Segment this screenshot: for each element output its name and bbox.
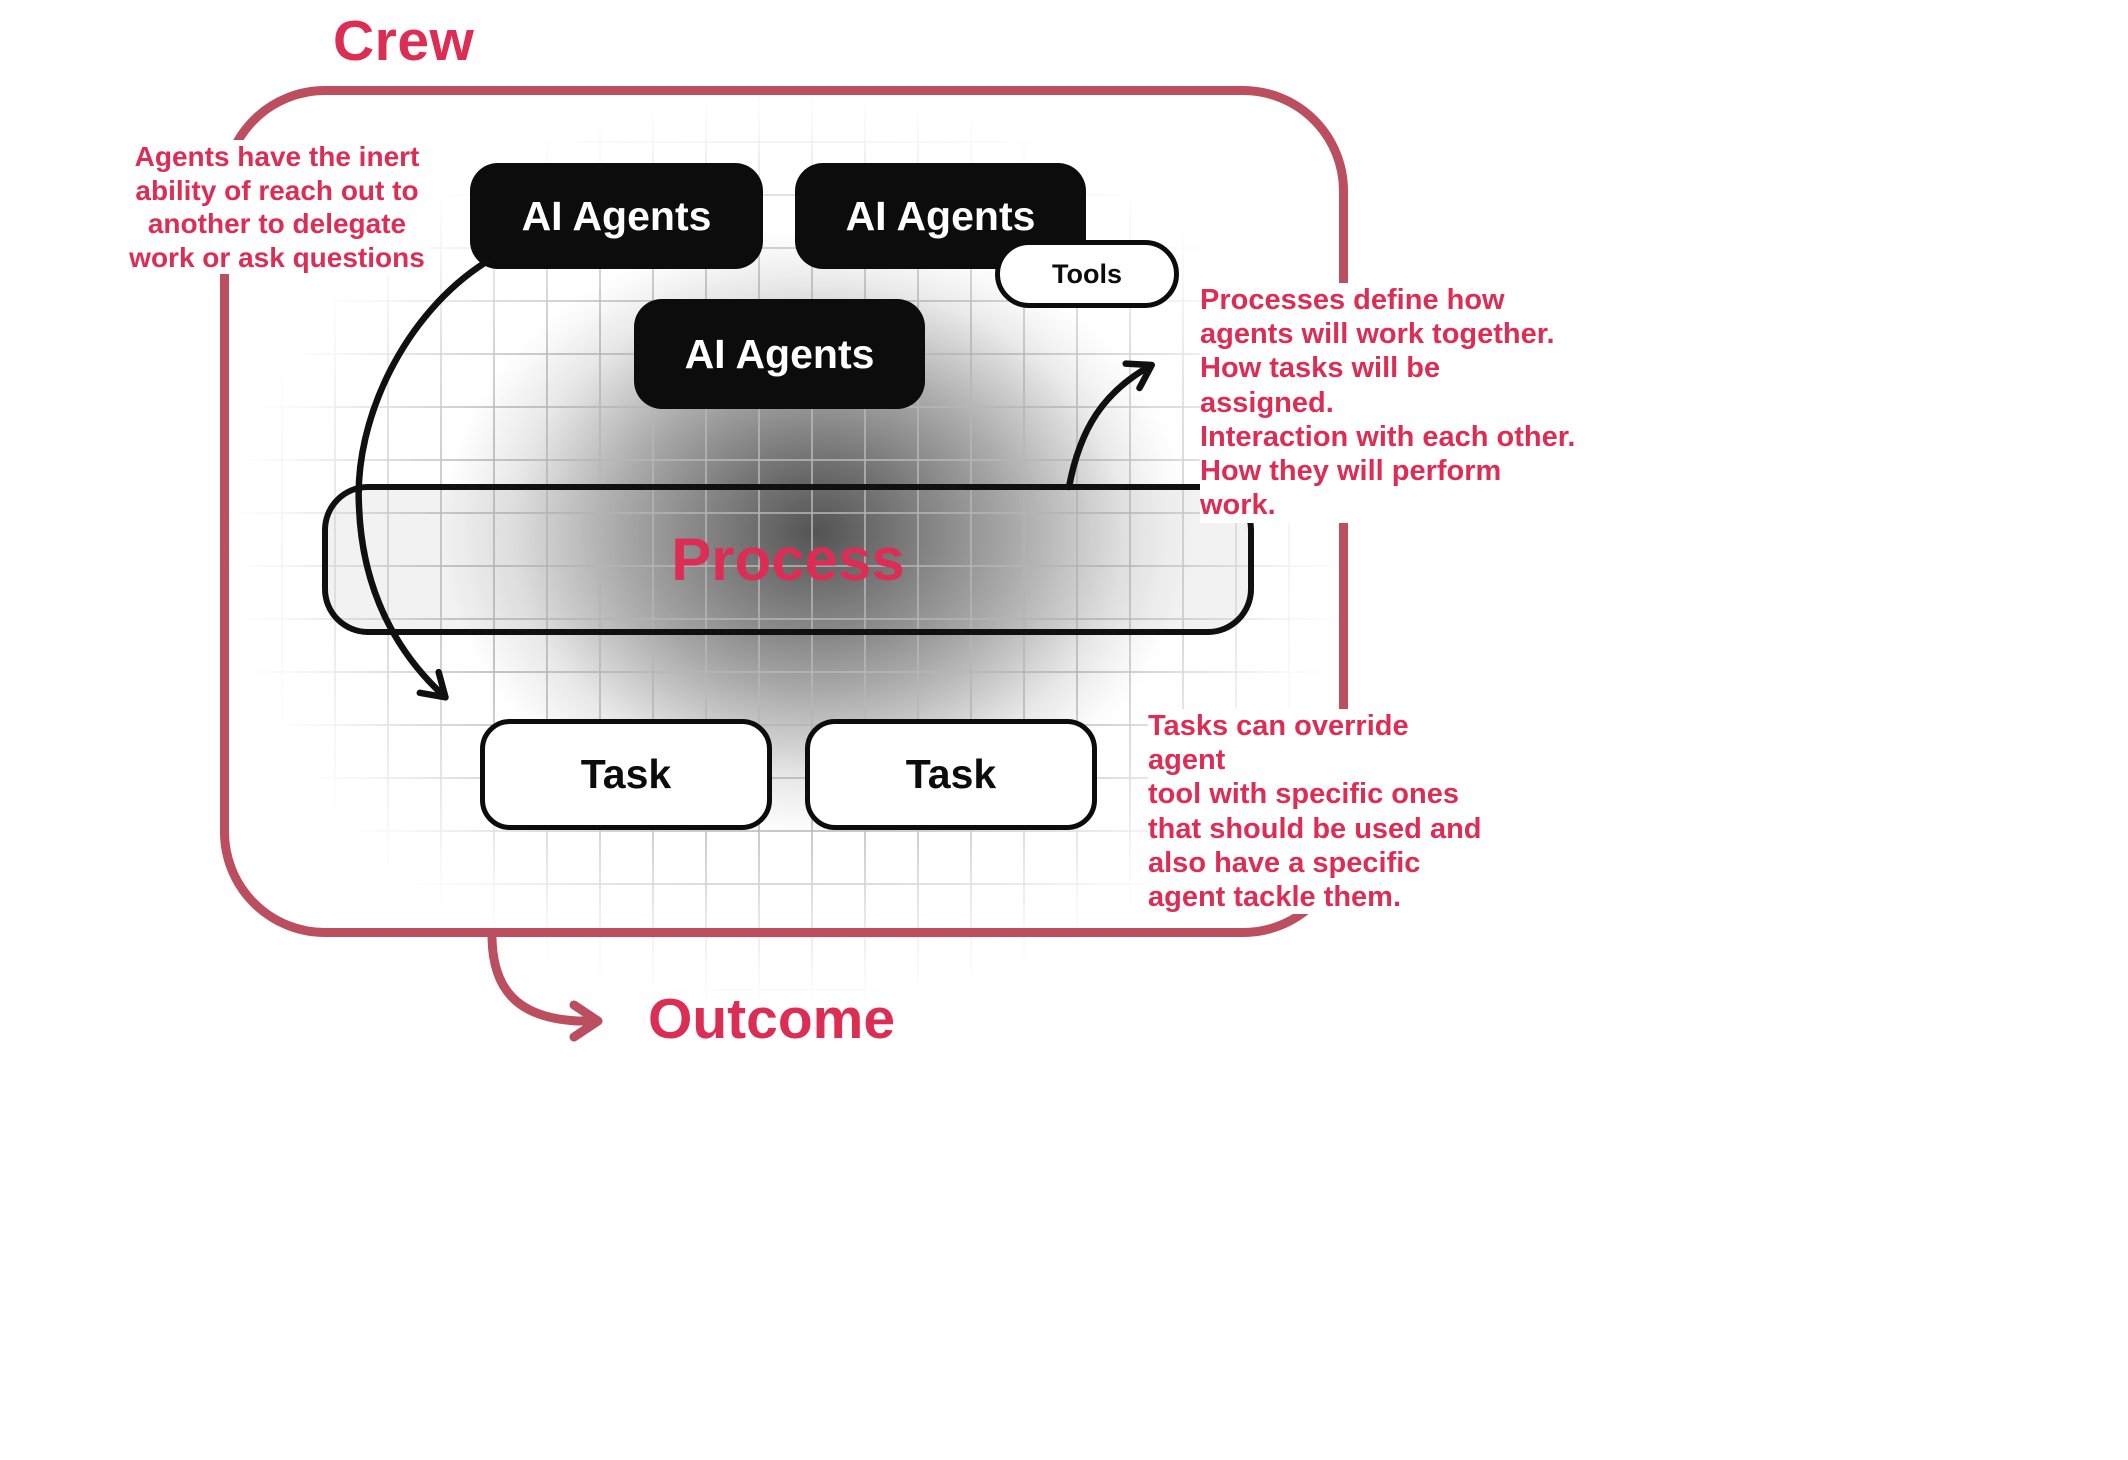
task-node-2: Task (805, 719, 1097, 830)
tasks-override-note: Tasks can override agent tool with speci… (1148, 709, 1486, 915)
ai-agents-node-3: AI Agents (634, 299, 925, 409)
agents-delegation-note: Agents have the inert ability of reach o… (126, 140, 428, 275)
crew-title: Crew (333, 9, 475, 73)
task-node-1: Task (480, 719, 772, 830)
ai-agents-node-1: AI Agents (470, 163, 763, 269)
process-definition-note: Processes define how agents will work to… (1200, 283, 1580, 523)
process-node: Process (322, 484, 1254, 635)
outcome-label: Outcome (648, 987, 896, 1051)
tools-node: Tools (995, 240, 1179, 308)
ai-agents-node-2: AI Agents (795, 163, 1086, 269)
